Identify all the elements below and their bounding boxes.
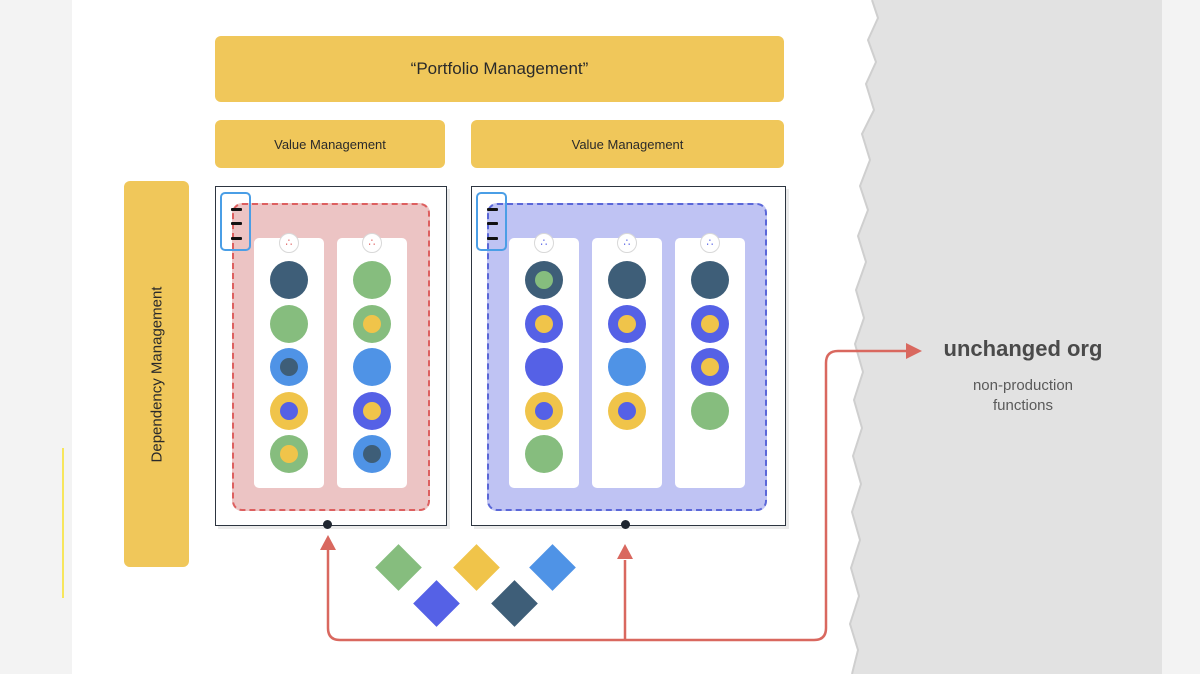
subtitle-line: functions [992, 397, 1054, 414]
unchanged-org-title: unchanged org [943, 336, 1103, 361]
dependency-management-label: Dependency Management [148, 286, 166, 462]
value-stream-frame-left: ∴∴ [215, 186, 447, 526]
team-people-icon: ∴ [362, 233, 382, 253]
member-dot-core [701, 358, 719, 376]
member-dot [525, 435, 563, 473]
member-dot [525, 304, 563, 343]
unchanged-org-subtitle: non-production functions [913, 376, 1133, 416]
member-dot-core [535, 401, 553, 420]
member-dot [353, 391, 391, 430]
red-team-area: ∴∴ [232, 203, 430, 511]
member-dot [525, 261, 563, 299]
value-management-label-right: Value Management [571, 136, 684, 152]
member-dot-core [535, 314, 553, 333]
member-dot [270, 261, 308, 299]
member-dot [270, 348, 308, 386]
member-dot [691, 348, 729, 386]
member-dot-core [363, 401, 381, 420]
member-dot [608, 261, 646, 299]
value-management-banner-right: Value Management [471, 120, 784, 168]
team-people-icon: ∴ [279, 233, 299, 253]
menu-handle-icon[interactable] [220, 192, 251, 251]
member-dot [270, 304, 308, 343]
member-dot [691, 304, 729, 343]
member-dot-core [535, 271, 553, 289]
member-dot [691, 391, 729, 430]
subtitle-line: non-production [972, 377, 1074, 394]
member-dot [691, 261, 729, 299]
member-dot [353, 348, 391, 386]
portfolio-management-label: “Portfolio Management” [410, 59, 589, 78]
member-dot [353, 261, 391, 299]
connector-dot-left [323, 520, 332, 529]
member-dot-core [280, 358, 298, 376]
member-dot [270, 435, 308, 473]
connector-dot-right [621, 520, 630, 529]
value-stream-frame-right: ∴ ∴ ∴ [471, 186, 786, 526]
member-dot [353, 304, 391, 343]
portfolio-management-banner: “Portfolio Management” [215, 36, 784, 102]
blue-team-area: ∴ ∴ ∴ [487, 203, 767, 511]
member-dot-core [363, 314, 381, 333]
menu-handle-icon[interactable] [476, 192, 507, 251]
member-dot-core [280, 401, 298, 420]
member-dot [608, 304, 646, 343]
dependency-management-banner: Dependency Management [124, 181, 189, 567]
member-dot [608, 348, 646, 386]
member-dot-core [618, 314, 636, 333]
team-people-icon: ∴ [700, 233, 720, 253]
member-dot-core [280, 445, 298, 463]
team-people-icon: ∴ [534, 233, 554, 253]
edge-highlight [62, 448, 64, 598]
member-dot [270, 391, 308, 430]
member-dot-core [363, 445, 381, 463]
member-dot [525, 348, 563, 386]
member-dot [525, 391, 563, 430]
member-dot [608, 391, 646, 430]
value-management-banner-left: Value Management [215, 120, 445, 168]
member-dot [353, 435, 391, 473]
member-dot-core [618, 401, 636, 420]
member-dot-core [701, 314, 719, 333]
team-people-icon: ∴ [617, 233, 637, 253]
value-management-label-left: Value Management [274, 136, 386, 152]
